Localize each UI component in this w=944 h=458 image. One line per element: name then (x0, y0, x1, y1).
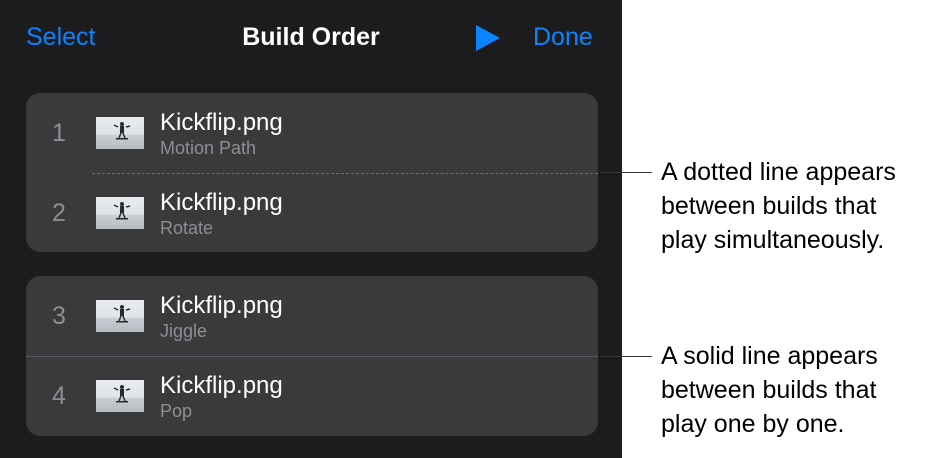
callout-text-line: between builds that (661, 376, 877, 404)
callout-text-line: A solid line appears (661, 342, 878, 370)
callout-text-line: between builds that (661, 192, 877, 220)
image-thumbnail (96, 300, 144, 332)
solid-separator (26, 356, 598, 357)
image-thumbnail (96, 117, 144, 149)
build-row[interactable]: 1 Kickflip.png Motion Path (26, 93, 598, 173)
build-number: 3 (52, 302, 66, 330)
callout-leader-line (600, 356, 652, 357)
callout-dotted-line: A dotted line appears between builds tha… (661, 155, 941, 257)
build-title: Kickflip.png (160, 292, 283, 319)
select-button[interactable]: Select (26, 23, 96, 51)
build-row[interactable]: 4 Kickflip.png Pop (26, 356, 598, 436)
build-effect: Motion Path (160, 138, 257, 158)
done-button[interactable]: Done (533, 23, 593, 51)
build-effect: Jiggle (160, 321, 208, 341)
build-number: 2 (52, 199, 66, 227)
build-number: 4 (52, 382, 66, 410)
image-thumbnail (96, 197, 144, 229)
build-row[interactable]: 3 Kickflip.png Jiggle (26, 276, 598, 356)
dotted-separator (92, 173, 598, 174)
build-number: 1 (52, 119, 66, 147)
build-order-panel: Select Build Order Done 1 Kickflip.png M… (0, 0, 622, 458)
callout-solid-line: A solid line appears between builds that… (661, 339, 941, 441)
build-group-simultaneous: 1 Kickflip.png Motion Path 2 Kickflip.pn… (26, 93, 598, 252)
build-title: Kickflip.png (160, 109, 283, 136)
callout-leader-line (600, 172, 652, 173)
callout-text-line: play simultaneously. (661, 226, 885, 254)
callout-text-line: A dotted line appears (661, 158, 896, 186)
build-effect: Pop (160, 401, 193, 421)
build-title: Kickflip.png (160, 189, 283, 216)
build-row[interactable]: 2 Kickflip.png Rotate (26, 173, 598, 253)
play-button[interactable] (474, 23, 502, 53)
build-effect: Rotate (160, 218, 214, 238)
play-icon (476, 25, 500, 51)
callout-text-line: play one by one. (661, 410, 845, 438)
image-thumbnail (96, 380, 144, 412)
build-title: Kickflip.png (160, 372, 283, 399)
build-group-sequential: 3 Kickflip.png Jiggle 4 Kickflip.png Pop (26, 276, 598, 436)
